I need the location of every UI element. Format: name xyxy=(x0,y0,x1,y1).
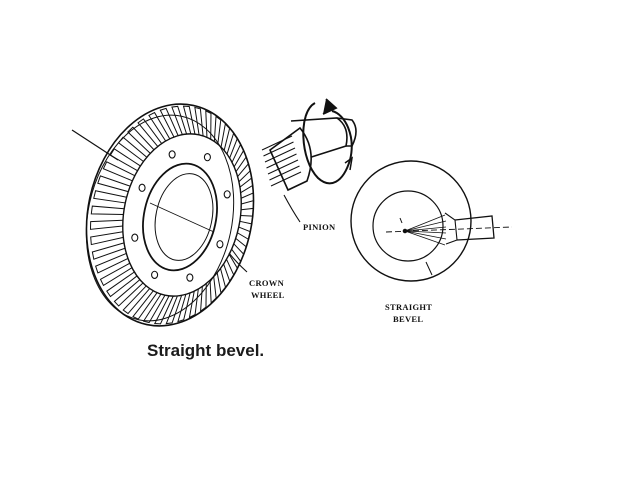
crown-wheel-bore xyxy=(142,162,218,272)
detail-inner-circle xyxy=(372,190,444,262)
bolt-hole xyxy=(216,240,224,249)
crown-tooth xyxy=(91,242,126,260)
rotation-arrow xyxy=(302,102,353,185)
crown-wheel-teeth xyxy=(89,105,255,325)
crown-wheel xyxy=(71,103,255,327)
crown-tooth xyxy=(148,111,171,142)
crown-tooth xyxy=(240,184,254,199)
pinion-leader xyxy=(283,194,301,223)
crown-tooth xyxy=(194,106,204,136)
pinion-tooth xyxy=(270,171,302,187)
crown-tooth xyxy=(113,279,144,307)
straight-label-line1: STRAIGHT xyxy=(385,302,432,312)
pinion-tooth xyxy=(269,165,300,181)
crown-tooth xyxy=(226,132,238,159)
crown-tooth xyxy=(99,262,133,287)
crown-tooth xyxy=(223,259,235,283)
crown-wheel-bore-inner xyxy=(154,173,214,261)
pinion-gear xyxy=(261,98,357,223)
crown-wheel-leader xyxy=(228,252,248,273)
crown-tooth xyxy=(235,156,249,177)
crown-wheel-center-line xyxy=(149,202,215,233)
crown-tooth xyxy=(90,205,125,215)
crown-tooth xyxy=(237,226,251,241)
pinion-body xyxy=(269,126,312,192)
bolt-hole xyxy=(168,150,176,159)
crown-tooth xyxy=(165,295,183,325)
crown-tooth xyxy=(209,276,217,304)
crown-tooth xyxy=(233,237,247,256)
crown-tooth xyxy=(117,136,148,162)
crown-label-line2: WHEEL xyxy=(251,290,285,300)
bolt-hole xyxy=(223,190,231,199)
crown-tooth xyxy=(231,143,245,168)
crown-tooth xyxy=(200,283,207,313)
straight-bevel-detail xyxy=(350,160,513,282)
crown-tooth xyxy=(93,190,127,204)
pinion-teeth xyxy=(261,135,302,187)
crown-tooth xyxy=(109,148,141,172)
pinion-tooth xyxy=(264,147,296,163)
crown-tooth xyxy=(188,288,199,319)
pinion-label: PINION xyxy=(303,222,336,232)
crown-tooth xyxy=(89,219,123,230)
crown-tooth xyxy=(122,285,151,315)
detail-outer-circle xyxy=(350,160,472,282)
crown-tooth xyxy=(213,115,222,145)
bolt-hole xyxy=(151,270,159,279)
crown-tooth xyxy=(241,199,255,211)
crown-tooth xyxy=(182,105,196,135)
crown-wheel-back-face xyxy=(85,114,235,322)
bolt-hole xyxy=(131,233,139,242)
crown-tooth xyxy=(106,271,138,298)
pinion-tooth xyxy=(266,153,297,169)
crown-tooth xyxy=(97,175,131,193)
crown-tooth xyxy=(142,293,166,324)
crown-tooth xyxy=(205,110,212,140)
crown-tooth xyxy=(137,118,163,147)
straight-label-line2: BEVEL xyxy=(393,314,423,324)
crown-tooth xyxy=(238,169,253,188)
detail-tooth-lines xyxy=(404,214,447,246)
crown-tooth xyxy=(95,252,129,274)
pinion-tooth xyxy=(263,141,294,157)
crown-tooth xyxy=(171,105,188,135)
crown-tooth xyxy=(239,215,254,225)
crown-wheel-bolt-holes xyxy=(131,150,231,282)
pinion-tooth xyxy=(261,135,293,151)
crown-tooth xyxy=(177,292,191,323)
crown-tooth xyxy=(102,161,136,182)
bolt-hole xyxy=(138,183,146,192)
crown-tooth xyxy=(90,231,124,246)
bolt-hole xyxy=(186,273,194,282)
crown-label-line1: CROWN xyxy=(249,278,285,288)
crown-tooth xyxy=(153,295,174,325)
bolt-hole xyxy=(203,153,211,162)
crown-tooth xyxy=(127,126,155,154)
crown-tooth xyxy=(216,268,227,294)
crown-tooth xyxy=(220,122,231,151)
figure-caption: Straight bevel. xyxy=(147,341,265,360)
crown-tooth xyxy=(132,290,158,320)
pinion-tooth xyxy=(267,159,299,175)
crown-tooth xyxy=(159,107,179,138)
detail-shaft xyxy=(454,215,495,241)
